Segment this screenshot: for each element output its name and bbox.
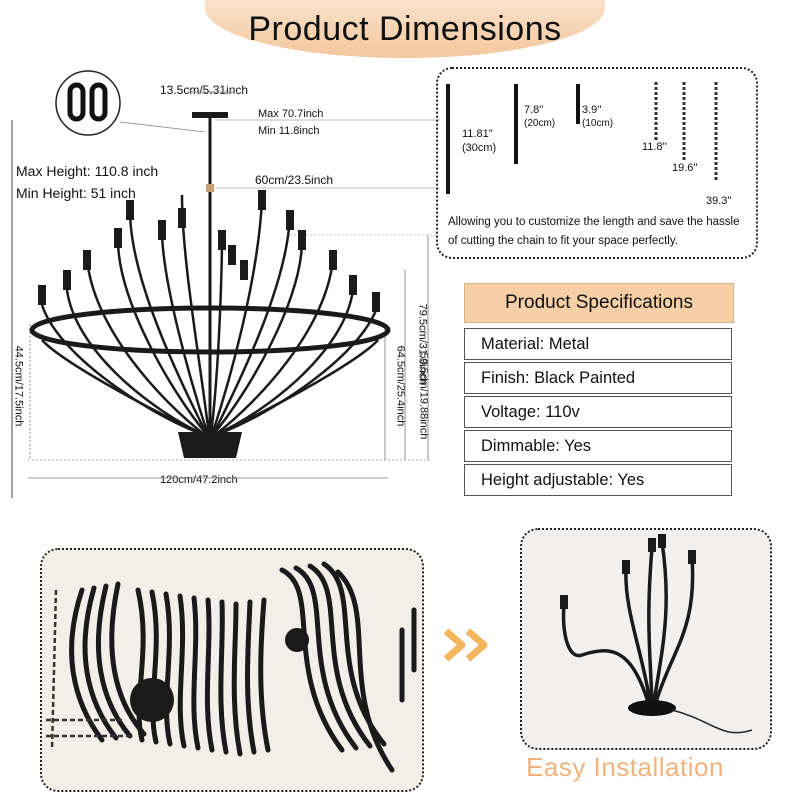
chain-options-box: [436, 67, 758, 259]
chain-max-label: Max 70.7inch: [258, 108, 324, 120]
parts-photo: [40, 548, 424, 792]
chain-11-label: 11.8'': [642, 141, 667, 153]
easy-installation-label: Easy Installation: [526, 752, 724, 782]
specs-title: Product Specifications: [464, 283, 734, 323]
installation-photo: [520, 528, 772, 750]
ring-width-label: 60cm/23.5inch: [255, 173, 334, 187]
chain-link-icon: [55, 70, 121, 136]
max-height-label: Max Height: 110.8 inch: [16, 163, 159, 179]
double-arrow-icon: [443, 628, 488, 662]
chain-min-label: Min 11.8inch: [258, 125, 320, 137]
spec-row: Height adjustable: Yes: [464, 464, 732, 496]
parts-illustration: [46, 561, 417, 773]
min-height-label: Min Height: 51 inch: [16, 185, 136, 201]
rod-20cm-label: 7.8''(20cm): [524, 104, 556, 129]
rod-10cm-label: 3.9''(10cm): [582, 104, 614, 129]
canopy-dimension: 13.5cm/5.31inch: [160, 83, 249, 97]
rod-and-chain-diagram: [446, 82, 718, 194]
spec-row: Material: Metal: [464, 328, 732, 360]
rod-30cm-label: 11.81''(30cm): [462, 128, 497, 154]
chain-19-label: 19.6'': [672, 162, 698, 174]
page-title: Product Dimensions: [248, 9, 562, 48]
spec-row: Voltage: 110v: [464, 396, 732, 428]
spec-row: Finish: Black Painted: [464, 362, 732, 394]
spec-row: Dimmable: Yes: [464, 430, 732, 462]
chain-note: Allowing you to customize the length and…: [448, 216, 740, 247]
chandelier-diagram: [11, 70, 440, 498]
chain-39-label: 39.3'': [706, 195, 732, 207]
assembled-arms-illustration: [560, 534, 753, 734]
total-width-label: 120cm/47.2inch: [160, 474, 238, 486]
title-banner: Product Dimensions: [205, 0, 605, 58]
